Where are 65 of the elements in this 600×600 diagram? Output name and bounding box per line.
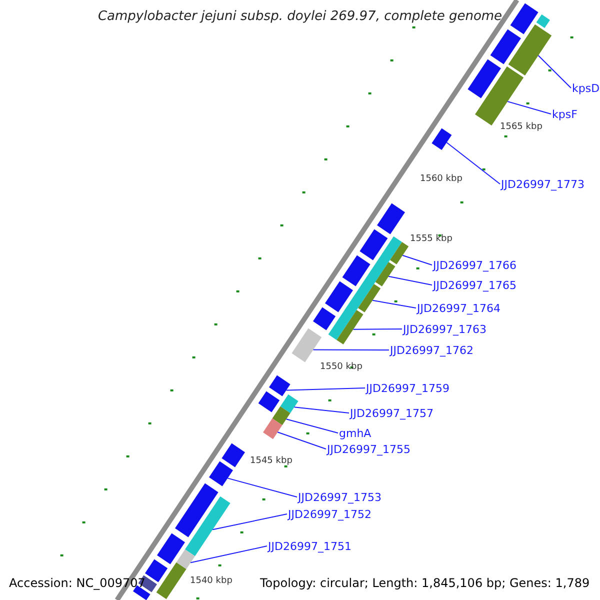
- gene-feature-block: [432, 128, 452, 150]
- gene-feature-block: [336, 310, 364, 344]
- gene-label: JJD26997_1759: [366, 382, 450, 395]
- scale-mark-label: 1545 kbp: [250, 456, 292, 467]
- scale-mark-label: 1555 kbp: [410, 234, 452, 245]
- gene-label: JJD26997_1765: [433, 279, 516, 292]
- leader-line: [312, 349, 390, 350]
- leader-line: [190, 546, 268, 564]
- gene-label: kpsD: [572, 82, 600, 95]
- leader-line: [507, 101, 552, 114]
- gene-feature-block: [510, 3, 538, 34]
- leader-line: [446, 142, 500, 184]
- gene-label: JJD26997_1752: [288, 508, 372, 521]
- gene-feature-block: [145, 559, 168, 582]
- gene-label: kpsF: [552, 108, 578, 121]
- gene-feature-block: [390, 242, 409, 264]
- leader-line: [212, 514, 288, 530]
- leader-line: [286, 418, 338, 434]
- gene-feature-block: [175, 483, 218, 538]
- gene-feature-block: [377, 203, 405, 234]
- gene-feature-block: [269, 375, 290, 396]
- gene-label: JJD26997_1762: [390, 344, 474, 357]
- gene-feature-block: [157, 533, 185, 564]
- gene-label: JJD26997_1763: [403, 323, 486, 336]
- scale-mark-label: 1560 kbp: [420, 174, 462, 185]
- gene-feature-block: [313, 307, 336, 330]
- scale-mark-label: 1550 kbp: [320, 362, 362, 373]
- leader-line: [352, 328, 402, 330]
- gene-feature-block: [280, 394, 298, 414]
- gene-feature-block: [325, 281, 353, 312]
- gene-feature-block: [468, 59, 501, 98]
- leader-line: [286, 388, 366, 391]
- gene-feature-block: [358, 284, 381, 312]
- title: Campylobacter jejuni subsp. doylei 269.97, complete genome: [96, 9, 504, 24]
- gene-feature-block: [508, 24, 552, 76]
- gene-label: JJD26997_1773: [501, 178, 584, 191]
- gene-feature-block: [156, 562, 186, 600]
- gene-feature-block: [375, 262, 396, 286]
- gene-label: JJD26997_1753: [298, 491, 382, 504]
- gene-feature-block: [263, 418, 282, 440]
- leader-line: [227, 478, 298, 498]
- gene-label: JJD26997_1755: [327, 443, 410, 456]
- scale-mark-label: 1540 kbp: [190, 576, 232, 587]
- gene-feature-block: [342, 255, 370, 286]
- leader-line: [294, 406, 350, 414]
- gene-feature-block: [176, 549, 195, 570]
- gene-label: JJD26997_1751: [268, 540, 352, 553]
- scale-mark-label: 1565 kbp: [500, 122, 542, 133]
- gene-feature-block: [258, 391, 280, 412]
- leader-line: [538, 55, 572, 88]
- gene-label: JJD26997_1764: [417, 302, 500, 315]
- footer-note: Topology: circular; Length: 1,845,106 bp; Genes: 1,789: [260, 576, 590, 590]
- gene-feature-block: [222, 443, 245, 468]
- gene-feature-block: [536, 14, 550, 28]
- gene-label: gmhA: [339, 427, 372, 440]
- gene-feature-block: [328, 236, 402, 340]
- gene-label: JJD26997_1766: [433, 259, 516, 272]
- leader-line: [277, 432, 326, 450]
- gene-feature-block: [185, 496, 230, 556]
- gene-feature-block: [490, 29, 521, 64]
- gene-feature-block: [292, 328, 322, 362]
- gene-feature-block: [209, 461, 233, 486]
- gene-label: JJD26997_1757: [350, 407, 434, 420]
- gene-feature-block: [360, 229, 388, 260]
- gene-feature-block: [272, 406, 290, 426]
